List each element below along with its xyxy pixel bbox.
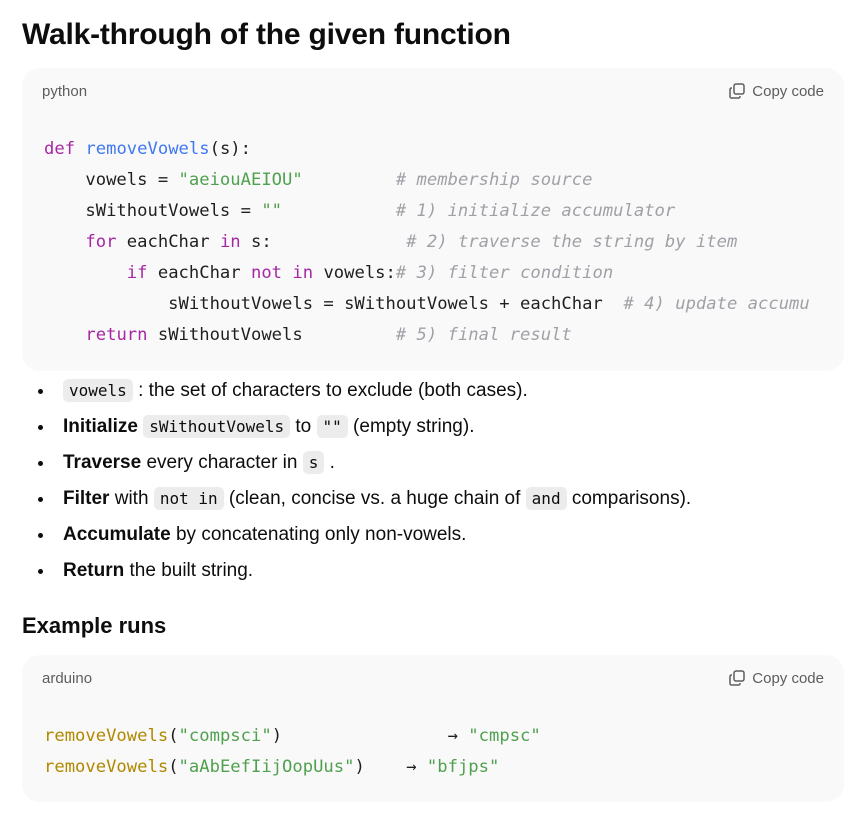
code-token: sWithoutVowels = sWithoutVowels + eachCh… [44,294,624,314]
code-line: for eachChar in s: # 2) traverse the str… [44,232,737,252]
code-token: in [219,232,241,252]
code-line: removeVowels("compsci") → "cmpsc" [44,726,541,746]
list-text: comparisons). [566,488,692,509]
code-token: def [44,139,76,159]
copy-icon [729,670,746,686]
list-text: the built string. [124,560,254,581]
code-token [282,201,396,221]
copy-icon [729,83,746,99]
list-item: Return the built string. [22,553,842,589]
copy-code-button[interactable]: Copy code [728,667,824,689]
bold-term: Initialize [63,416,138,437]
code-token: ) → [354,757,427,777]
bold-term: Accumulate [63,524,171,545]
code-token: vowels: [313,263,396,283]
inline-code: vowels [63,379,133,402]
code-block-arduino: arduino Copy code removeVowels("compsci"… [22,655,844,802]
code-token [303,170,396,190]
code-token: ( [168,726,179,746]
code-token: "cmpsc" [468,726,541,746]
code-token [44,232,85,252]
list-text: with [109,488,154,509]
list-text: by concatenating only non-vowels. [170,524,467,545]
code-token: "aeiouAEIOU" [178,170,303,190]
inline-code: "" [316,415,348,438]
code-token: (s): [209,139,251,159]
list-text: (empty string). [347,416,475,437]
code-block-header: python Copy code [22,68,844,114]
code-token: for [85,232,117,252]
code-token: "bfjps" [426,757,500,777]
code-token: not [250,263,283,283]
code-block-header: arduino Copy code [22,655,844,701]
code-language-label: arduino [42,670,93,687]
code-token: eachChar [147,263,251,283]
copy-code-button[interactable]: Copy code [728,80,824,102]
code-token [44,325,85,345]
code-line: def removeVowels(s): [44,139,251,159]
copy-code-label: Copy code [752,82,824,100]
code-token: if [126,263,148,283]
list-item: vowels : the set of characters to exclud… [22,373,842,409]
inline-code: and [525,487,567,510]
code-token [75,139,85,159]
code-token: vowels = [44,170,179,190]
code-token [282,263,292,283]
code-token: ) → [271,726,469,746]
code-content: removeVowels("compsci") → "cmpsc" remove… [44,721,541,783]
list-text: (clean, concise vs. a huge chain of [223,488,526,509]
code-line: return sWithoutVowels # 5) final result [44,325,572,345]
list-text: : the set of characters to exclude (both… [132,380,528,401]
section-subtitle: Example runs [22,613,167,638]
code-token: s: [240,232,407,252]
inline-code: sWithoutVowels [143,415,291,438]
code-line: removeVowels("aAbEefIijOopUus") → "bfjps… [44,757,499,777]
code-token: removeVowels [44,757,169,777]
code-line: if eachChar not in vowels:# 3) filter co… [44,263,613,283]
list-item: Initialize sWithoutVowels to "" (empty s… [22,409,842,445]
code-token: removeVowels [44,726,169,746]
copy-code-label: Copy code [752,669,824,687]
code-content: def removeVowels(s): vowels = "aeiouAEIO… [44,134,810,351]
code-token: return [85,325,148,345]
bold-term: Return [63,560,125,581]
code-token: in [292,263,314,283]
code-line: sWithoutVowels = sWithoutVowels + eachCh… [44,294,810,314]
code-token: eachChar [116,232,220,252]
inline-code: not in [153,487,224,510]
code-token: # 3) filter condition [395,263,614,283]
code-line: sWithoutVowels = "" # 1) initialize accu… [44,201,675,221]
code-token: # 4) update accumu [623,294,810,314]
code-line: vowels = "aeiouAEIOU" # membership sourc… [44,170,592,190]
code-token [44,263,127,283]
list-text: to [290,416,317,437]
list-text: . [324,452,335,473]
code-token: # 5) final result [395,325,572,345]
code-token: "" [261,201,283,221]
list-item: Traverse every character in s . [22,445,842,481]
section-title: Walk-through of the given function [22,18,511,51]
list-text: every character in [141,452,303,473]
code-language-label: python [42,83,88,100]
code-token: "compsci" [178,726,272,746]
code-token: "aAbEefIijOopUus" [178,757,355,777]
code-token: sWithoutVowels [147,325,396,345]
bold-term: Traverse [63,452,142,473]
inline-code: s [302,451,325,474]
code-token: ( [168,757,179,777]
code-token: # membership source [395,170,593,190]
code-block-python: python Copy code def removeVowels(s): vo… [22,68,844,371]
explanation-list: vowels : the set of characters to exclud… [22,373,842,589]
code-token: sWithoutVowels = [44,201,262,221]
code-token: # 1) initialize accumulator [395,201,676,221]
code-token: # 2) traverse the string by item [406,232,738,252]
list-item: Accumulate by concatenating only non-vow… [22,517,842,553]
bold-term: Filter [63,488,110,509]
code-token: removeVowels [85,139,210,159]
list-item: Filter with not in (clean, concise vs. a… [22,481,842,517]
